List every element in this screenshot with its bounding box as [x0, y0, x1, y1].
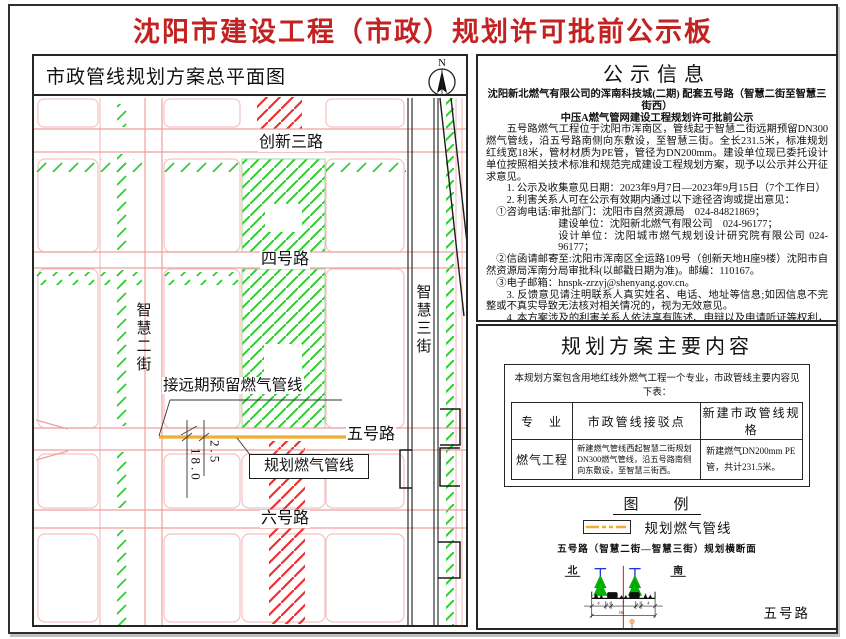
road-label-zhihui2: 智慧二街	[134, 302, 151, 374]
site-plan-map: 创新三路 四号路 五号路 六号路 智慧二街 智慧三街 接远期预留燃气管线 规划燃…	[34, 96, 466, 625]
pipeline-legend-swatch	[582, 519, 631, 534]
dim-offset-label: 2.5	[207, 440, 223, 466]
svg-text:18: 18	[619, 610, 624, 615]
xsec-blue-tree-icons	[594, 568, 641, 577]
legend-title-wrap: 图 例	[478, 493, 836, 516]
notice-item-2: 2. 利害关系人可在公示有效期内通过以下途径咨询或提出意见：	[506, 195, 795, 207]
notice-item-1: 1. 公示及收集意见日期：2023年9月7日—2023年9月15日（7个工作日）	[506, 183, 826, 195]
svg-text:7: 7	[622, 601, 625, 606]
notice-email: ③电子邮箱：hnspk-zrzyj@shenyang.gov.cn。	[496, 277, 695, 289]
table-header-row: 专 业 市政管线接驳点 新建市政管线规格	[510, 402, 803, 440]
header-spec: 新建市政管线规格	[700, 402, 803, 440]
north-arrow-icon: N	[428, 57, 456, 96]
road-label-no6: 六号路	[260, 510, 311, 528]
legend-pipeline-label: 规划燃气管线	[644, 520, 732, 536]
svg-text:4: 4	[647, 601, 650, 606]
main-title: 沈阳市建设工程（市政）规划许可批前公示板	[133, 17, 713, 47]
zhihui3-street-lines	[399, 97, 466, 625]
xsec-south-label: 南	[673, 565, 683, 577]
notice-title: 公示信息	[603, 64, 711, 86]
xsec-tree-icons	[593, 574, 643, 596]
plan-panel: 规划方案主要内容 本规划方案包含用地红线外燃气工程一个专业，市政管线主要内容见下…	[476, 324, 838, 630]
legend-row: 规划燃气管线	[478, 519, 836, 536]
xsec-pipeline-dot	[629, 619, 635, 625]
sheet-frame: 沈阳市建设工程（市政）规划许可批前公示板 市政管线规划方案总平面图 N	[8, 4, 838, 634]
svg-text:1.5: 1.5	[606, 602, 611, 606]
notice-phone-designer: 设计单位：沈阳城市燃气规划设计研究院有限公司 024-96177；	[558, 230, 828, 254]
cell-specialty: 燃气工程	[510, 438, 574, 481]
map-linework	[34, 97, 466, 625]
map-title: 市政管线规划方案总平面图	[46, 67, 287, 88]
xsec-north-label: 北	[568, 565, 578, 577]
plan-table: 专 业 市政管线接驳点 新建市政管线规格 燃气工程 新建燃气管线西起智慧二街规划…	[510, 402, 803, 481]
notice-item-4: 4. 本方案涉及的利害关系人依法享有陈述、申辩以及申请听证等权利，逾期未申请则视…	[506, 313, 828, 322]
svg-text:4: 4	[597, 601, 600, 606]
notice-mail-address: ②信函请邮寄至:沈阳市浑南区全运路109号（创新天地H座9楼）沈阳市自然资源局浑…	[486, 254, 828, 277]
road-lines	[34, 98, 466, 625]
north-label: N	[438, 57, 446, 69]
cross-section-title: 五号路（智慧二街—智慧三街）规划横断面	[557, 545, 757, 556]
map-header: 市政管线规划方案总平面图 N	[34, 56, 466, 96]
green-hatch-areas	[36, 98, 454, 625]
notice-item-3: 3. 反馈意见请注明联系人真实姓名、电话、地址等信息;如因信息不完整或不真实导致…	[486, 289, 828, 313]
cell-spec: 新建燃气DN200mm PE管，共计231.5米。	[700, 438, 803, 481]
plan-title: 规划方案主要内容	[561, 336, 753, 358]
pipeline-legend-line	[585, 525, 626, 528]
xsec-dim-labels: 4 1.5 7 1.5 4 18	[597, 601, 650, 616]
reserved-pipeline-label: 接远期预留燃气管线	[162, 377, 304, 395]
notice-body: 五号路燃气工程位于沈阳市浑南区，管线起于智慧二街远期预留DN300燃气管线，沿五…	[486, 124, 828, 183]
xsec-roadway	[591, 591, 656, 600]
road-label-chuangxin3: 创新三路	[258, 134, 325, 152]
legend-title: 图 例	[613, 497, 701, 516]
notice-subtitle-2: 中压A燃气管网建设工程规划许可批前公示	[560, 112, 754, 124]
road-label-no5: 五号路	[346, 426, 397, 444]
road-label-zhihui3: 智慧三街	[413, 284, 432, 380]
notice-panel: 公示信息 沈阳新北燃气有限公司的浑南科技城(二期) 配套五号路（智慧二街至智慧三…	[476, 54, 838, 322]
map-panel: 市政管线规划方案总平面图 N	[32, 54, 468, 627]
table-row: 燃气工程 新建燃气管线西起智慧二街规划DN300燃气管线，沿五号路南侧向东敷设，…	[510, 438, 803, 481]
notice-subtitle-1: 沈阳新北燃气有限公司的浑南科技城(二期) 配套五号路（智慧二街至智慧三街西）	[487, 89, 827, 112]
dimension-marks	[180, 420, 210, 498]
leader-lines	[158, 399, 342, 457]
xsec-dimensions	[584, 598, 663, 619]
notice-phone-builder: 建设单位：沈阳新北燃气有限公司 024-96177；	[558, 218, 778, 230]
xsec-pipeline-leader	[631, 624, 633, 628]
cell-connection: 新建燃气管线西起智慧二街规划DN300燃气管线，沿五号路南侧向东敷设，至智慧三街…	[572, 438, 702, 481]
notice-phone-approval: ①咨询电话:审批部门：沈阳市自然资源局 024-84821869；	[496, 206, 766, 218]
cross-section-diagram: 北 南	[564, 565, 686, 628]
svg-text:1.5: 1.5	[636, 602, 641, 606]
plan-intro: 本规划方案包含用地红线外燃气工程一个专业，市政管线主要内容见下表：	[514, 374, 800, 398]
road-label-no4: 四号路	[260, 251, 311, 269]
header-specialty: 专 业	[510, 402, 574, 440]
plan-road-label: 五号路	[763, 606, 810, 621]
plan-summary-box: 本规划方案包含用地红线外燃气工程一个专业，市政管线主要内容见下表： 专 业 市政…	[504, 364, 810, 488]
dim-width-label: 18.0	[188, 448, 204, 483]
header-connection: 市政管线接驳点	[572, 402, 702, 440]
planned-pipeline-label: 规划燃气管线	[249, 454, 369, 479]
